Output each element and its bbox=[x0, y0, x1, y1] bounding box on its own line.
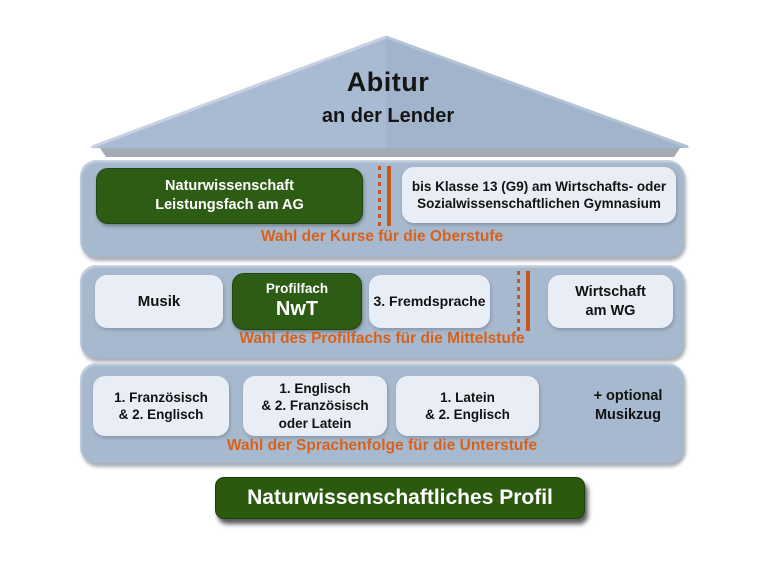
nwt-label: NwT bbox=[275, 298, 319, 321]
ag-box-line2: Leistungsfach am AG bbox=[155, 197, 304, 213]
box-naturwissenschaft-leistungsfach: Naturwissenschaft Leistungsfach am AG bbox=[96, 168, 363, 224]
musik-label: Musik bbox=[137, 292, 181, 310]
solid-line-icon bbox=[387, 166, 391, 226]
caption-unterstufe: Wahl der Sprachenfolge für die Unterstuf… bbox=[226, 437, 538, 454]
folge2-line3: oder Latein bbox=[278, 415, 352, 431]
wg-box-line2: Sozialwissenschaftlichen Gymnasium bbox=[417, 196, 661, 211]
dotted-line-icon bbox=[517, 271, 520, 331]
caption-mittelstufe: Wahl des Profilfachs für die Mittelstufe bbox=[239, 330, 525, 347]
wg-box-line1: bis Klasse 13 (G9) am Wirtschafts- oder bbox=[411, 178, 667, 194]
box-sprachenfolge-englisch: 1. Englisch & 2. Französisch oder Latein bbox=[243, 376, 387, 436]
box-musik: Musik bbox=[95, 275, 223, 328]
solid-line-icon bbox=[526, 271, 530, 331]
dotted-line-icon bbox=[378, 166, 381, 226]
wirtschaft-line1: Wirtschaft bbox=[575, 283, 646, 300]
musikzug-note: + optional Musikzug bbox=[558, 376, 698, 436]
folge2-line2: & 2. Französisch bbox=[261, 398, 369, 414]
roof-text-group: Abitur an der Lender bbox=[188, 66, 588, 128]
profile-title-box: Naturwissenschaftliches Profil bbox=[215, 477, 585, 519]
profilfach-label: Profilfach bbox=[265, 281, 329, 297]
folge3-line1: 1. Latein bbox=[440, 389, 495, 405]
musikzug-line1: + optional bbox=[593, 388, 663, 405]
diagram-title: Abitur bbox=[346, 67, 430, 97]
ag-box-line1: Naturwissenschaft bbox=[165, 178, 294, 195]
caption-oberstufe: Wahl der Kurse für die Oberstufe bbox=[260, 228, 504, 245]
folge2-line1: 1. Englisch bbox=[279, 381, 351, 397]
band-oberstufe: Naturwissenschaft Leistungsfach am AG bi… bbox=[80, 160, 684, 257]
musikzug-line2: Musikzug bbox=[594, 407, 662, 423]
roof-eave-shadow bbox=[100, 148, 680, 157]
folge1-line2: & 2. Englisch bbox=[118, 407, 204, 422]
folge1-line1: 1. Französisch bbox=[114, 389, 208, 405]
box-fremdsprache: 3. Fremdsprache bbox=[369, 275, 490, 328]
diagram-subtitle: an der Lender bbox=[321, 105, 455, 128]
box-sprachenfolge-latein: 1. Latein & 2. Englisch bbox=[396, 376, 539, 436]
box-sprachenfolge-franzoesisch: 1. Französisch & 2. Englisch bbox=[93, 376, 229, 436]
band-unterstufe: 1. Französisch & 2. Englisch 1. Englisch… bbox=[80, 363, 684, 463]
box-profilfach-nwt: Profilfach NwT bbox=[232, 273, 362, 330]
box-wirtschaft-wg: Wirtschaft am WG bbox=[548, 275, 673, 328]
profile-title-label: Naturwissenschaftliches Profil bbox=[247, 486, 553, 509]
fremdsprache-label: 3. Fremdsprache bbox=[373, 292, 486, 309]
mittelstufe-divider bbox=[517, 271, 530, 331]
band-mittelstufe: Musik Profilfach NwT 3. Fremdsprache Wir… bbox=[80, 265, 684, 358]
box-klasse13-wg-sg: bis Klasse 13 (G9) am Wirtschafts- oder … bbox=[402, 167, 676, 223]
oberstufe-divider bbox=[378, 166, 391, 226]
folge3-line2: & 2. Englisch bbox=[425, 407, 510, 422]
wirtschaft-line2: am WG bbox=[585, 302, 636, 319]
